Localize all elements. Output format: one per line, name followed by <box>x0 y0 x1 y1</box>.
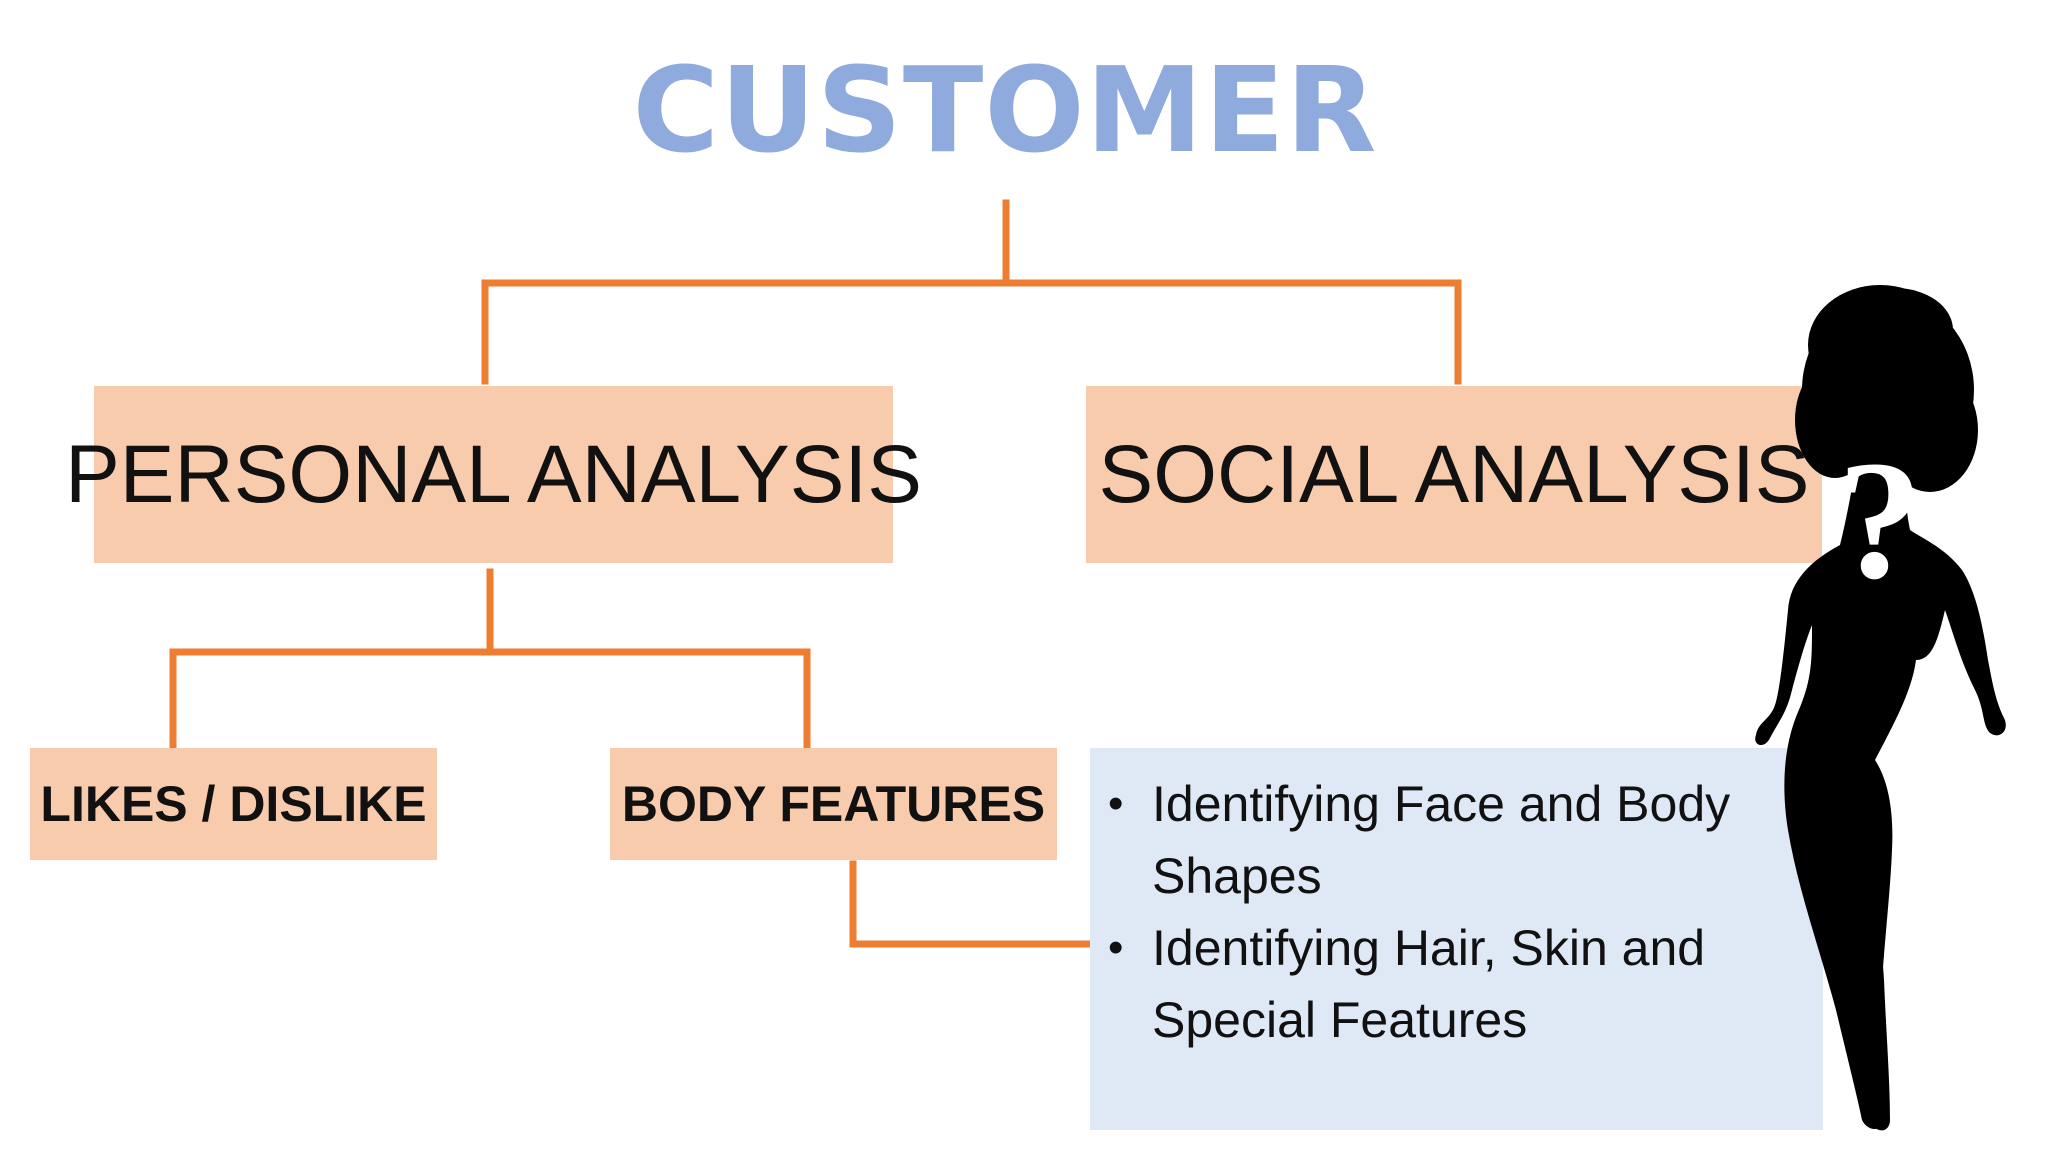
features-box: • Identifying Face and Body Shapes • Ide… <box>1090 748 1823 1130</box>
diagram-title: CUSTOMER <box>632 41 1378 179</box>
feature-text: Identifying Face and Body Shapes <box>1152 776 1731 904</box>
feature-item-face-body: • Identifying Face and Body Shapes <box>1108 768 1803 912</box>
feature-text: Identifying Hair, Skin and Special Featu… <box>1152 920 1706 1048</box>
likes-dislike-box: LIKES / DISLIKE <box>30 748 437 860</box>
bullet-icon: • <box>1108 923 1124 972</box>
body-features-box: BODY FEATURES <box>610 748 1057 860</box>
likes-dislike-label: LIKES / DISLIKE <box>40 776 427 832</box>
features-list: • Identifying Face and Body Shapes • Ide… <box>1108 768 1803 1056</box>
body-features-label: BODY FEATURES <box>621 776 1046 832</box>
bullet-icon: • <box>1108 779 1124 828</box>
personal-analysis-box: PERSONAL ANALYSIS <box>65 386 922 563</box>
feature-item-hair-skin: • Identifying Hair, Skin and Special Fea… <box>1108 912 1803 1056</box>
social-analysis-label: SOCIAL ANALYSIS <box>1098 428 1810 520</box>
social-analysis-box: SOCIAL ANALYSIS <box>1086 386 1822 563</box>
personal-analysis-label: PERSONAL ANALYSIS <box>65 428 922 520</box>
question-mark-label: ? <box>1837 426 1923 614</box>
